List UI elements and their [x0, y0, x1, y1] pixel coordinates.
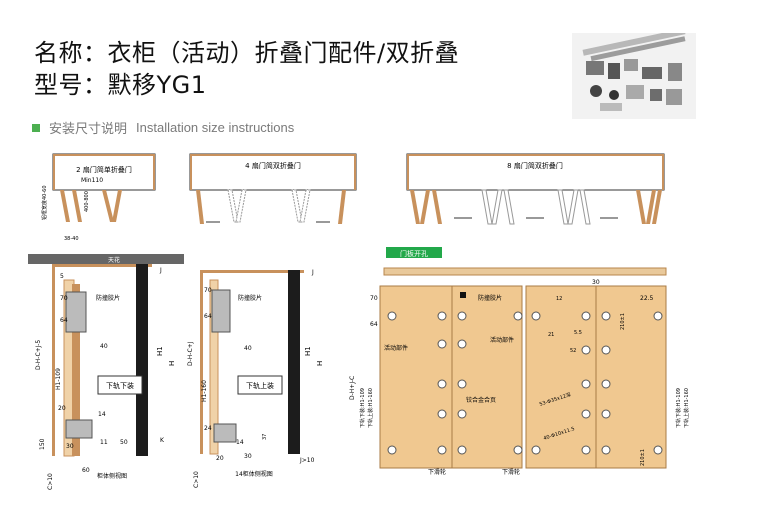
- door-n12: 12: [556, 296, 562, 302]
- right-n30: 30: [244, 453, 252, 460]
- left-n20: 20: [58, 405, 66, 412]
- left-j: J: [159, 267, 162, 274]
- right-n20: 20: [216, 455, 224, 462]
- right-n70: 70: [204, 287, 212, 294]
- right-n14: 14: [236, 439, 244, 446]
- left-n14: 14: [98, 411, 106, 418]
- left-anti-label: 防撞胶片: [96, 294, 120, 302]
- ceiling-slab: [28, 254, 184, 264]
- right-n24: 24: [204, 425, 212, 432]
- door-n210: 210±1: [620, 313, 626, 330]
- product-model: 型号：默移YG1: [34, 71, 207, 99]
- door-n30: 30: [592, 279, 600, 286]
- door-n52: 52: [570, 348, 576, 354]
- left-h: H: [168, 361, 176, 366]
- left-n70: 70: [60, 295, 68, 302]
- right-n64: 64: [204, 313, 212, 320]
- left-n150: 150: [39, 438, 46, 450]
- door-n21: 21: [548, 332, 554, 338]
- door-hinge-label: 铰合金合页: [466, 396, 496, 404]
- min110-label: Min110: [81, 177, 103, 184]
- door-move-label: 活动部件: [384, 344, 408, 352]
- right-anti-label: 防撞胶片: [238, 294, 262, 302]
- door-right-dim: 下轨下装:H1-109: [675, 388, 682, 428]
- door-n70: 70: [370, 295, 378, 302]
- door-right-dim2: 下轨上装:H1-160: [683, 388, 690, 428]
- diagram-8-door-title: 8 扇门简双折叠门: [507, 161, 563, 170]
- right-j: J: [311, 269, 314, 276]
- green-square-icon: [32, 123, 40, 132]
- left-h1: H1: [156, 346, 164, 356]
- diagram-2-door-title: 2 扇门简单折叠门: [76, 165, 132, 174]
- door-left-dim3: 下轨上装:H1-160: [367, 388, 374, 428]
- door-n22-5: 22.5: [640, 295, 654, 302]
- right-n40: 40: [244, 345, 252, 352]
- door-tag-text: 门板开孔: [400, 249, 428, 258]
- left-bottom-label: 柜体侧视图: [97, 472, 127, 480]
- diagram-4-door: 4 扇门简双折叠门: [189, 153, 357, 224]
- left-n30: 30: [66, 443, 74, 450]
- left-n64: 64: [60, 317, 68, 324]
- section-heading: 安装尺寸说明 Installation size instructions: [32, 118, 294, 137]
- door-wheel2-label: 下滑轮: [502, 468, 520, 476]
- diagram-2-door: 2 扇门简单折叠门 Min110 400-800 铝框宽度40-60 38-40: [41, 153, 156, 242]
- door-anti-label: 防撞胶片: [478, 294, 502, 302]
- left-lower-rail-label: 下轨下装: [106, 381, 134, 390]
- section-title-cn: 安装尺寸说明: [49, 121, 128, 136]
- left-n60: 60: [82, 467, 90, 474]
- section-title-en: Installation size instructions: [136, 120, 295, 135]
- right-bottom-label: 14柜体侧视图: [235, 470, 273, 478]
- left-n5: 5: [60, 273, 64, 280]
- door-move2-label: 活动部件: [490, 336, 514, 344]
- left-h1-formula: H1-109: [55, 368, 62, 390]
- door-tag: [386, 247, 442, 258]
- door-left-dim2: 下轨下装:H1-109: [359, 388, 366, 428]
- left-k: K: [160, 437, 165, 444]
- door-wheel-label: 下滑轮: [428, 468, 446, 476]
- product-photo: [572, 28, 696, 119]
- door-n64: 64: [370, 321, 378, 328]
- door-n210b: 210±1: [640, 449, 646, 466]
- right-h1: H1: [304, 346, 312, 356]
- product-name: 名称：衣柜（活动）折叠门配件/双折叠: [34, 39, 460, 67]
- right-j10: J>10: [299, 457, 315, 464]
- diagram-4-door-title: 4 扇门简双折叠门: [245, 161, 301, 170]
- left-c10: C>10: [47, 473, 54, 490]
- right-c10: C>10: [193, 471, 200, 488]
- door-left-dim: D-H+J-C: [349, 376, 356, 400]
- dim-38-40: 38-40: [64, 236, 79, 242]
- left-n50: 50: [120, 439, 128, 446]
- right-n37: 37: [262, 434, 268, 440]
- ceiling-label: 天花: [108, 256, 120, 264]
- left-n40: 40: [100, 343, 108, 350]
- left-h-formula: D-H-C+J-5: [35, 340, 42, 370]
- right-h-formula: D-H-C+J: [187, 341, 194, 366]
- dim-vertical-label: 铝框宽度40-60: [41, 185, 48, 220]
- door-n5-5: 5.5: [574, 330, 582, 336]
- left-n11: 11: [100, 439, 108, 446]
- right-h1-formula: H1-160: [201, 380, 208, 402]
- right-upper-rail-label: 下轨上装: [246, 381, 274, 390]
- right-h: H: [316, 361, 324, 366]
- dim-400-800: 400-800: [84, 191, 90, 212]
- diagram-8-door: 8 扇门简双折叠门: [406, 153, 665, 225]
